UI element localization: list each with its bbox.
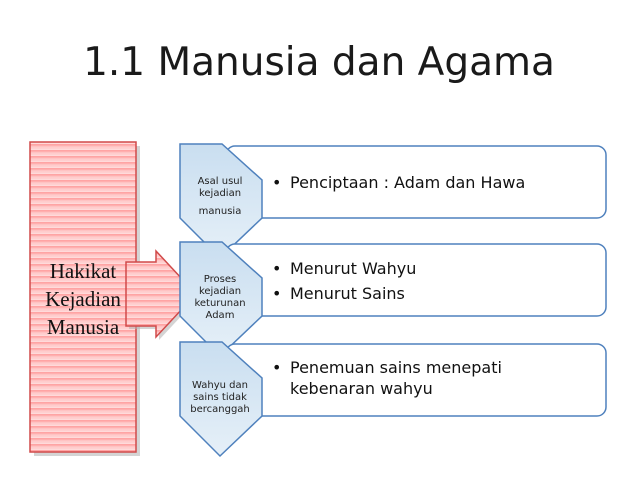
main-label: Hakikat Kejadian Manusia — [30, 257, 136, 341]
bullet-item: Penciptaan : Adam dan Hawa — [272, 172, 592, 193]
chevron-label-line: Proses — [203, 274, 237, 285]
page-title: 1.1 Manusia dan Agama — [83, 40, 555, 85]
bullet-list-row-1: Penciptaan : Adam dan Hawa — [272, 172, 592, 193]
main-label-line: Kejadian — [45, 287, 121, 311]
main-label-line: Manusia — [46, 315, 120, 339]
chevron-row-3 — [179, 341, 263, 458]
chevron-label-line: manusia — [198, 206, 242, 217]
bullet-item: Menurut Wahyu — [272, 258, 592, 279]
main-label-line: Hakikat — [49, 259, 117, 283]
chevron-label-line: kejadian — [198, 286, 242, 297]
bullet-item: Penemuan sains menepati kebenaran wahyu — [272, 357, 542, 399]
chevron-row-1 — [179, 143, 263, 260]
main-arrow — [125, 249, 198, 339]
chevron-row-2 — [179, 241, 263, 358]
bullet-list-row-2: Menurut Wahyu Menurut Sains — [272, 258, 592, 304]
chevron-label-line: Wahyu dan — [192, 380, 248, 391]
chevron-label-row-3: Wahyu dan sains tidak bercanggah — [181, 380, 259, 416]
chevron-label-line: Adam — [205, 310, 235, 321]
chevron-label-row-2: Proses kejadian keturunan Adam — [181, 274, 259, 322]
bullet-list-row-3: Penemuan sains menepati kebenaran wahyu — [272, 357, 542, 399]
chevron-label-line: Asal usul — [197, 176, 243, 187]
chevron-label-row-1: Asal usul kejadian manusia — [181, 176, 259, 218]
main-box — [29, 141, 137, 453]
chevron-label-line: bercanggah — [190, 404, 250, 415]
bullet-item: Menurut Sains — [272, 283, 592, 304]
chevron-label-line: kejadian — [198, 188, 242, 199]
chevron-label-line: keturunan — [194, 298, 246, 309]
chevron-label-line: sains tidak — [193, 392, 247, 403]
